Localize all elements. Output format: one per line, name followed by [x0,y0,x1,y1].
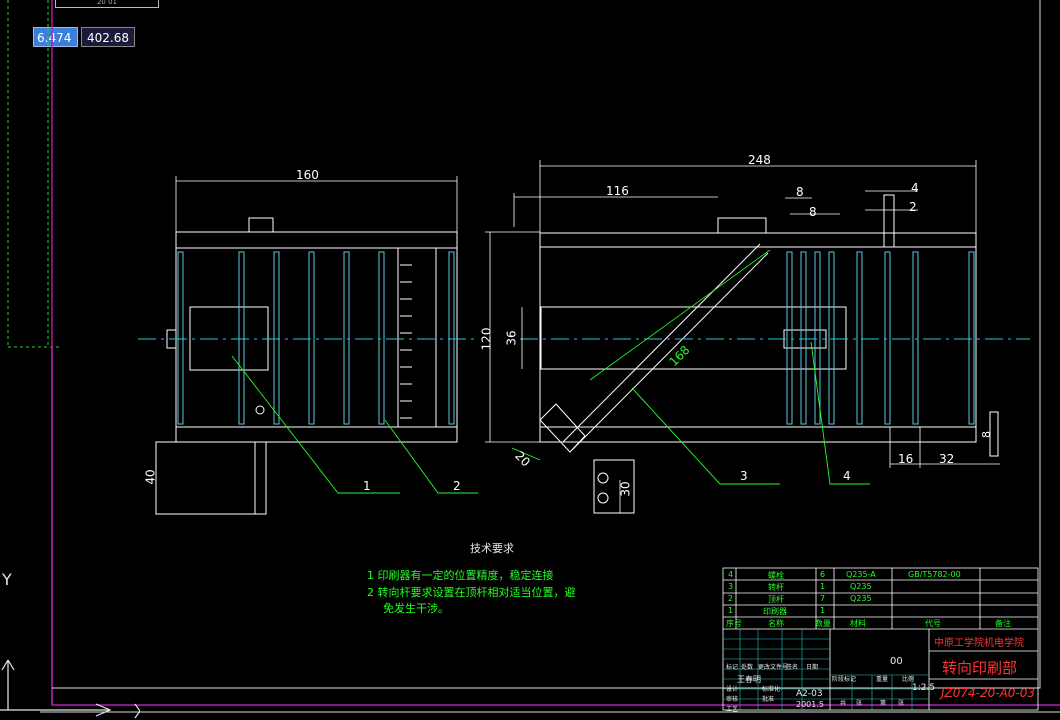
dim-2: 2 [909,200,917,214]
tb-sign: 签名 [786,664,799,671]
bom-header-no: 序号 [726,619,742,628]
title-scale: 1:2.5 [912,683,936,693]
sheet-border [51,0,1060,706]
tb-process: 工艺 [726,706,739,713]
tech-req-title: 技术要求 [470,542,514,555]
tech-req-line3: 免发生干涉。 [383,602,449,615]
left-view-rollers [177,251,455,425]
tb-design: 设计 [726,686,739,693]
tb-approve: 批准 [762,696,775,703]
dim-16: 16 [898,452,914,466]
cursor-x-input[interactable]: 6.474 [33,27,78,47]
bom-row-1-name: 印刷器 [763,607,787,616]
balloon-leaders [231,341,870,494]
top-coordinate-box: 20 01 [55,0,159,8]
bom-header-qty: 数量 [815,619,831,628]
bom-row-3-mat: Q235 [850,582,872,591]
tb-stage: 阶段标记 [832,676,857,683]
tech-req-line2: 2 转向杆要求设置在顶杆相对适当位置，避 [367,586,576,599]
tb-review: 审核 [726,696,739,703]
dim-36: 36 [504,330,519,346]
drawing-frame [40,0,1060,713]
part-name: 转向印刷部 [942,659,1018,677]
bom-header-mat: 材料 [850,619,866,628]
dim-160: 160 [296,168,319,182]
bom-row-2-name: 顶杆 [768,595,784,604]
left-view [155,217,458,515]
bom-header-note: 备注 [995,619,1011,628]
bom-row-4-qty: 6 [820,570,826,579]
bom-header-name: 名称 [768,619,784,628]
ucs-icon [0,660,140,719]
bom-row-3-no: 3 [728,582,734,591]
dim-32: 32 [939,452,955,466]
dim-116: 116 [606,184,629,198]
tb-weight: 重量 [876,676,889,683]
dim-8b: 8 [809,205,817,219]
tb-no: 第 [880,700,887,707]
bom-row-3-name: 转杆 [768,583,784,592]
tb-scale-label: 比例 [902,676,915,683]
bom-row-2-no: 2 [728,594,734,603]
dim-4: 4 [911,181,919,195]
right-view [539,194,999,514]
sheet-code: A2-03 [796,689,823,699]
bom-row-4-name: 螺栓 [768,571,784,580]
balloon-2: 2 [453,479,461,493]
dimension-lines [155,160,1000,514]
dim-30: 30 [618,481,633,497]
dim-40: 40 [143,469,158,485]
dim-8a: 8 [796,185,804,199]
bom-row-4-mat: Q235-A [846,570,876,579]
tb-sheet: 张 [898,700,905,707]
dim-120: 120 [479,327,494,351]
left-scale-ticks [400,264,412,419]
bom-row-1-no: 1 [728,606,734,615]
drawing-number: JZ074-20-A0-03 [941,686,1036,700]
tb-change: 更改文件号 [758,664,789,671]
bom-header-std: 代号 [925,619,941,628]
dim-8c: 8 [980,431,993,438]
bom-row-4-no: 4 [728,570,734,579]
school-name: 中原工学院机电学院 [934,638,1024,649]
right-view-rollers [786,251,975,425]
balloon-1: 1 [363,479,371,493]
dim-248: 248 [748,153,771,167]
tb-standard: 标准化 [762,686,781,693]
cursor-y-input[interactable]: 402.68 [81,27,135,47]
tb-sheets: 张 [856,700,863,707]
bom-row-3-qty: 1 [820,582,826,591]
designer-name: 王春明 [737,675,761,684]
tb-total: 共 [840,700,847,707]
bom-row-4-std: GB/T5782-00 [908,570,961,579]
title-block-frame [722,567,1039,711]
tb-date: 日期 [806,664,819,671]
bom-row-2-mat: Q235 [850,594,872,603]
tech-req-line1: 1 印刷器有一定的位置精度，稳定连接 [367,569,554,582]
tb-count: 处数 [741,664,754,671]
bom-row-2-qty: 7 [820,594,826,603]
bom-row-1-qty: 1 [820,606,826,615]
ucs-y-label: Y [2,570,12,589]
tb-mark: 标记 [726,664,739,671]
title-date: 2001.5 [796,700,824,709]
balloon-3: 3 [740,469,748,483]
balloon-4: 4 [843,469,851,483]
title-code: 00 [890,656,903,667]
